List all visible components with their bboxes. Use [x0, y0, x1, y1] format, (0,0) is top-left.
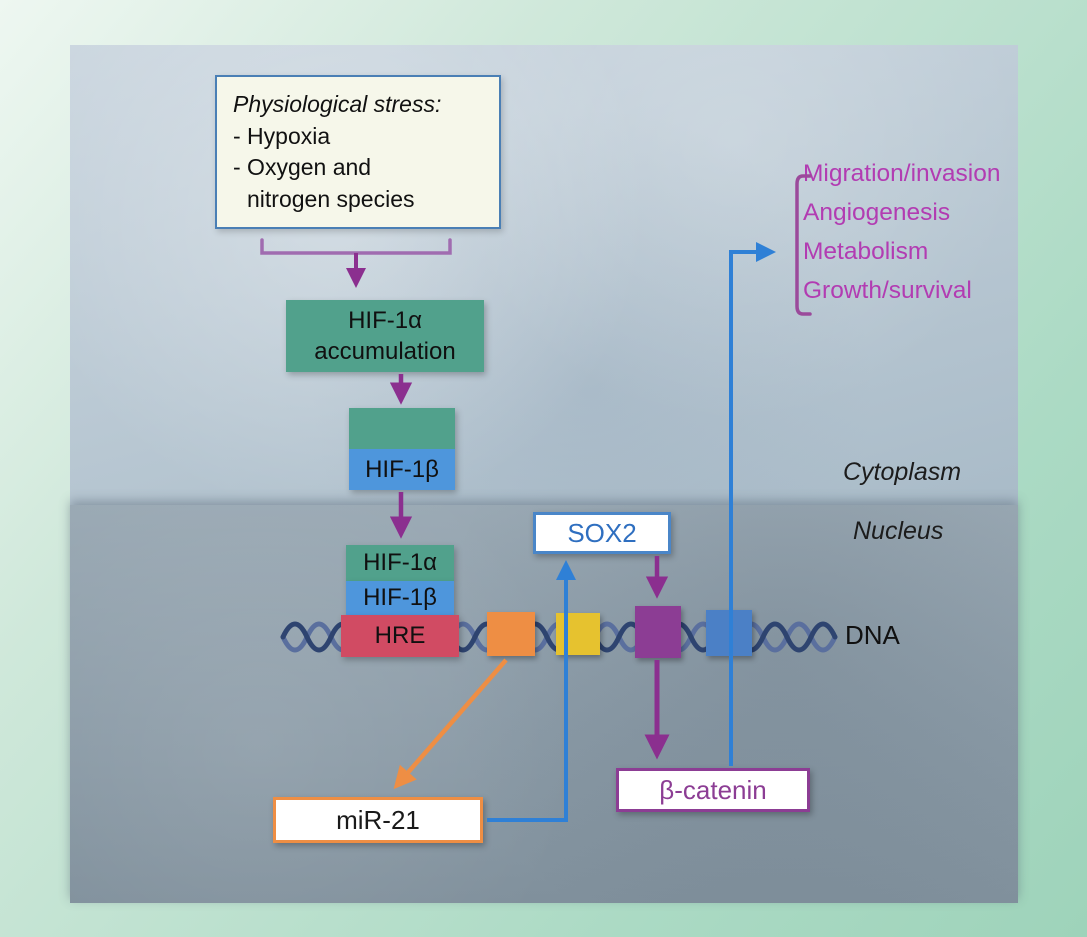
hif1b-dimer-green-half: [349, 408, 455, 449]
hif1a-acc-line1: HIF-1α: [348, 306, 422, 334]
outcome-migration-invasion: Migration/invasion: [803, 160, 1001, 187]
nucleus-region: [70, 505, 1018, 903]
hif1b-dimer-box: HIF-1β: [349, 408, 455, 490]
stress-item-hypoxia: - Hypoxia: [233, 122, 331, 149]
physiological-stress-box: Physiological stress: - Hypoxia - Oxygen…: [215, 75, 501, 229]
dna-element-yellow: [556, 613, 600, 655]
dna-element-orange: [487, 612, 535, 656]
dna-label: DNA: [845, 620, 900, 650]
outcome-list: Migration/invasion Angiogenesis Metaboli…: [803, 160, 1000, 305]
sox2-box: SOX2: [533, 512, 671, 554]
stress-item-nitrogen: nitrogen species: [247, 186, 415, 213]
stress-item-oxygen: - Oxygen and: [233, 154, 372, 181]
cytoplasm-label: Cytoplasm: [843, 458, 962, 486]
nucleus-label: Nucleus: [853, 517, 944, 545]
outcome-growth-survival: Growth/survival: [803, 277, 972, 304]
beta-catenin-box: β-catenin: [616, 768, 810, 812]
hif1b-dimer-blue-half: HIF-1β: [349, 449, 455, 490]
outcome-metabolism: Metabolism: [803, 238, 929, 265]
dna-element-blue: [706, 610, 752, 656]
nuclear-complex-hif1a: HIF-1α: [346, 545, 454, 581]
hif1a-accumulation-box: HIF-1α accumulation: [286, 300, 484, 372]
stress-title: Physiological stress:: [233, 91, 442, 117]
nuclear-complex-hif1b: HIF-1β: [346, 581, 454, 615]
dna-element-purple: [635, 606, 681, 658]
outcome-angiogenesis: Angiogenesis: [803, 199, 951, 226]
mir21-box: miR-21: [273, 797, 483, 843]
hif1a-acc-line2: accumulation: [314, 338, 456, 365]
hre-box: HRE: [341, 615, 459, 657]
